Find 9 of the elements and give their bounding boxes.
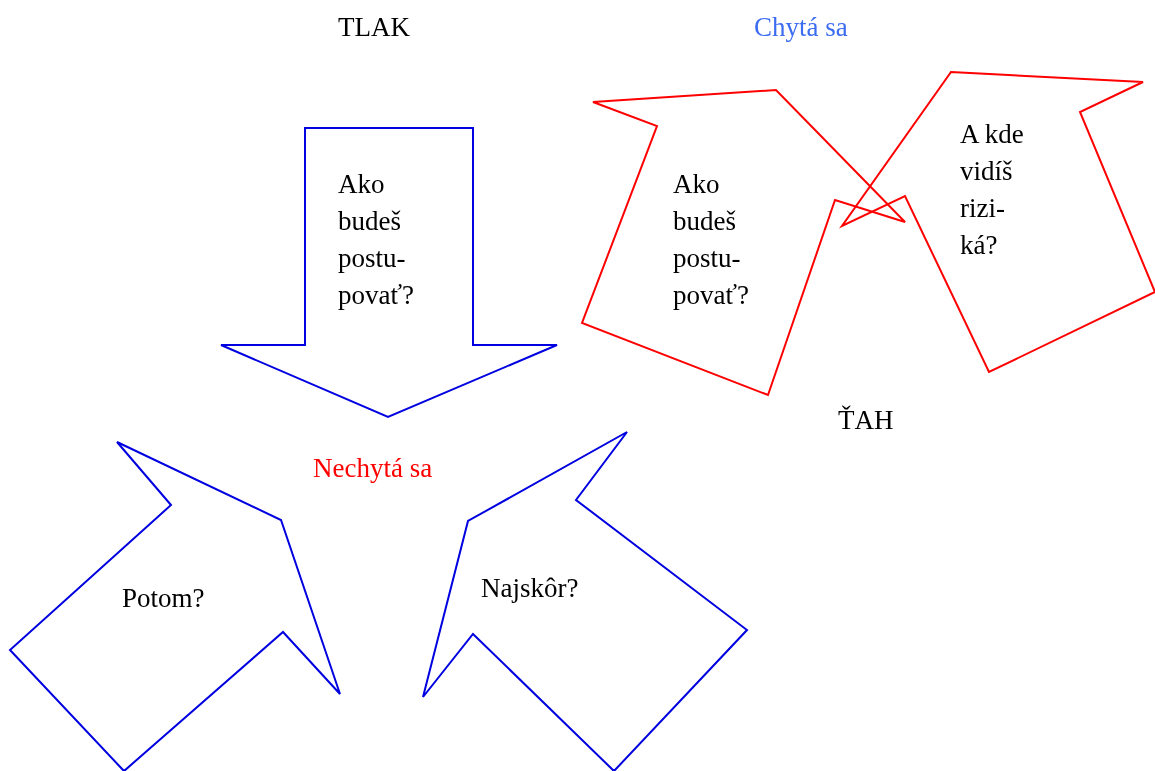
arrow-text: Ako budeš postu- povať? [673, 168, 750, 312]
heading-label: Nechytá sa [313, 453, 433, 484]
arrow-text: Najskôr? [481, 572, 580, 605]
heading-label: TLAK [338, 12, 410, 43]
arrow-text: Potom? [122, 582, 206, 615]
arrow-text: A kde vidíš rizi- ká? [960, 118, 1025, 262]
arrow-text: Ako budeš postu- povať? [338, 168, 415, 312]
heading-label: ŤAH [838, 405, 894, 436]
heading-label: Chytá sa [754, 12, 848, 43]
